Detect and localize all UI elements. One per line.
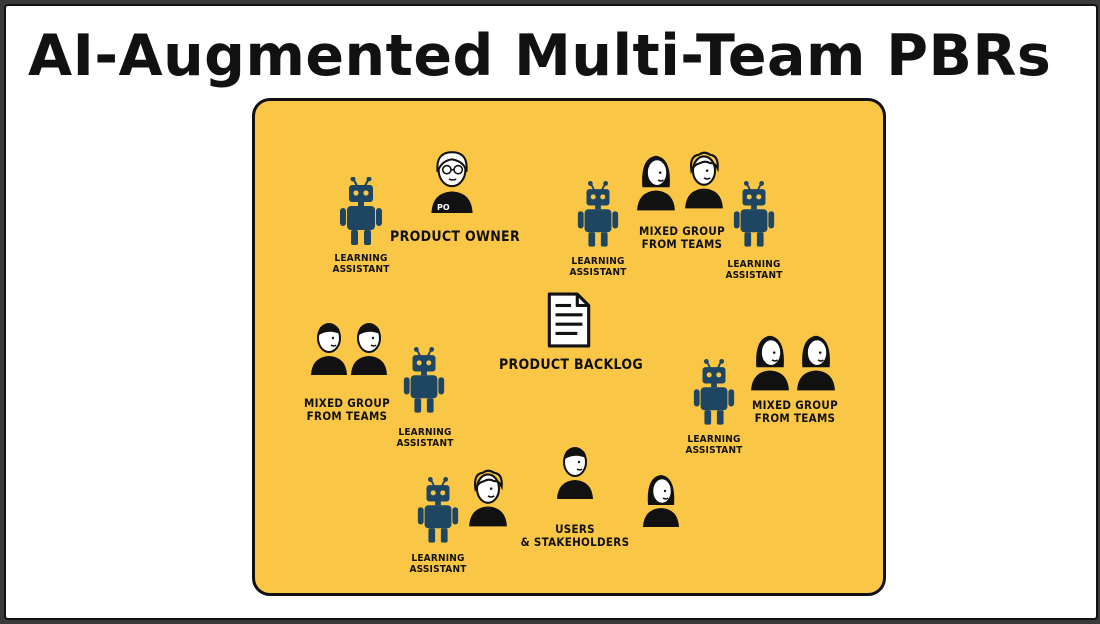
users-stakeholders-label: USERS& STAKEHOLDERS <box>520 522 630 549</box>
product-owner-label: PRODUCT OWNER <box>390 229 520 245</box>
person-ponytail-icon <box>795 331 837 391</box>
person-long-hair-icon <box>635 151 677 211</box>
person-curly-hair-icon <box>683 149 725 209</box>
robot-icon <box>337 177 385 249</box>
person-glasses-icon <box>427 147 477 213</box>
robot-icon <box>575 181 621 251</box>
robot-icon <box>691 359 737 429</box>
robot-icon <box>415 477 461 547</box>
person-icon <box>309 319 349 375</box>
document-icon <box>546 291 592 349</box>
person-curly-hair-icon <box>467 467 509 527</box>
person-icon <box>349 319 389 375</box>
slide-title: AI-Augmented Multi-Team PBRs <box>28 23 1052 89</box>
po-badge: PO <box>437 203 450 212</box>
robot-icon <box>401 347 447 417</box>
person-icon <box>555 443 595 499</box>
robot-icon <box>731 181 777 251</box>
product-backlog-label: PRODUCT BACKLOG <box>499 357 643 373</box>
person-long-hair-icon <box>749 331 791 391</box>
person-long-hair-icon <box>641 471 681 527</box>
